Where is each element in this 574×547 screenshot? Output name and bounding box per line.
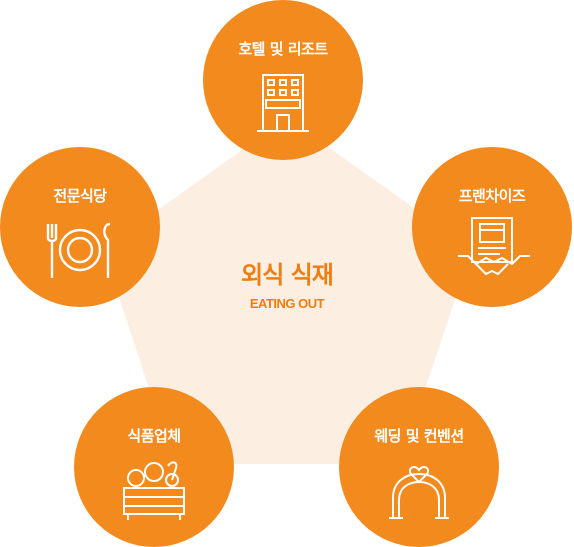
node-label: 식품업체 [127,427,181,445]
node-hotel-resort: 호텔 및 리조트 [203,0,363,160]
center-subtitle: EATING OUT [249,296,325,311]
dining-utensils-icon [46,222,111,278]
node-label: 호텔 및 리조트 [238,40,328,58]
node-franchise: 프랜차이즈 [412,147,572,307]
wedding-arch-icon [389,466,449,519]
franchise-handshake-icon [458,217,530,276]
node-label: 웨딩 및 컨벤션 [374,427,464,445]
vegetable-crate-icon [123,461,185,520]
hotel-building-icon [257,74,309,132]
node-label: 프랜차이즈 [458,187,526,205]
node-specialty-restaurant: 전문식당 [0,147,160,307]
node-food-company: 식품업체 [74,387,234,547]
node-label: 전문식당 [53,187,107,205]
center-title: 외식 식재 [241,261,334,289]
center-label: 외식 식재 EATING OUT [200,255,374,311]
node-wedding-convention: 웨딩 및 컨벤션 [339,387,499,547]
